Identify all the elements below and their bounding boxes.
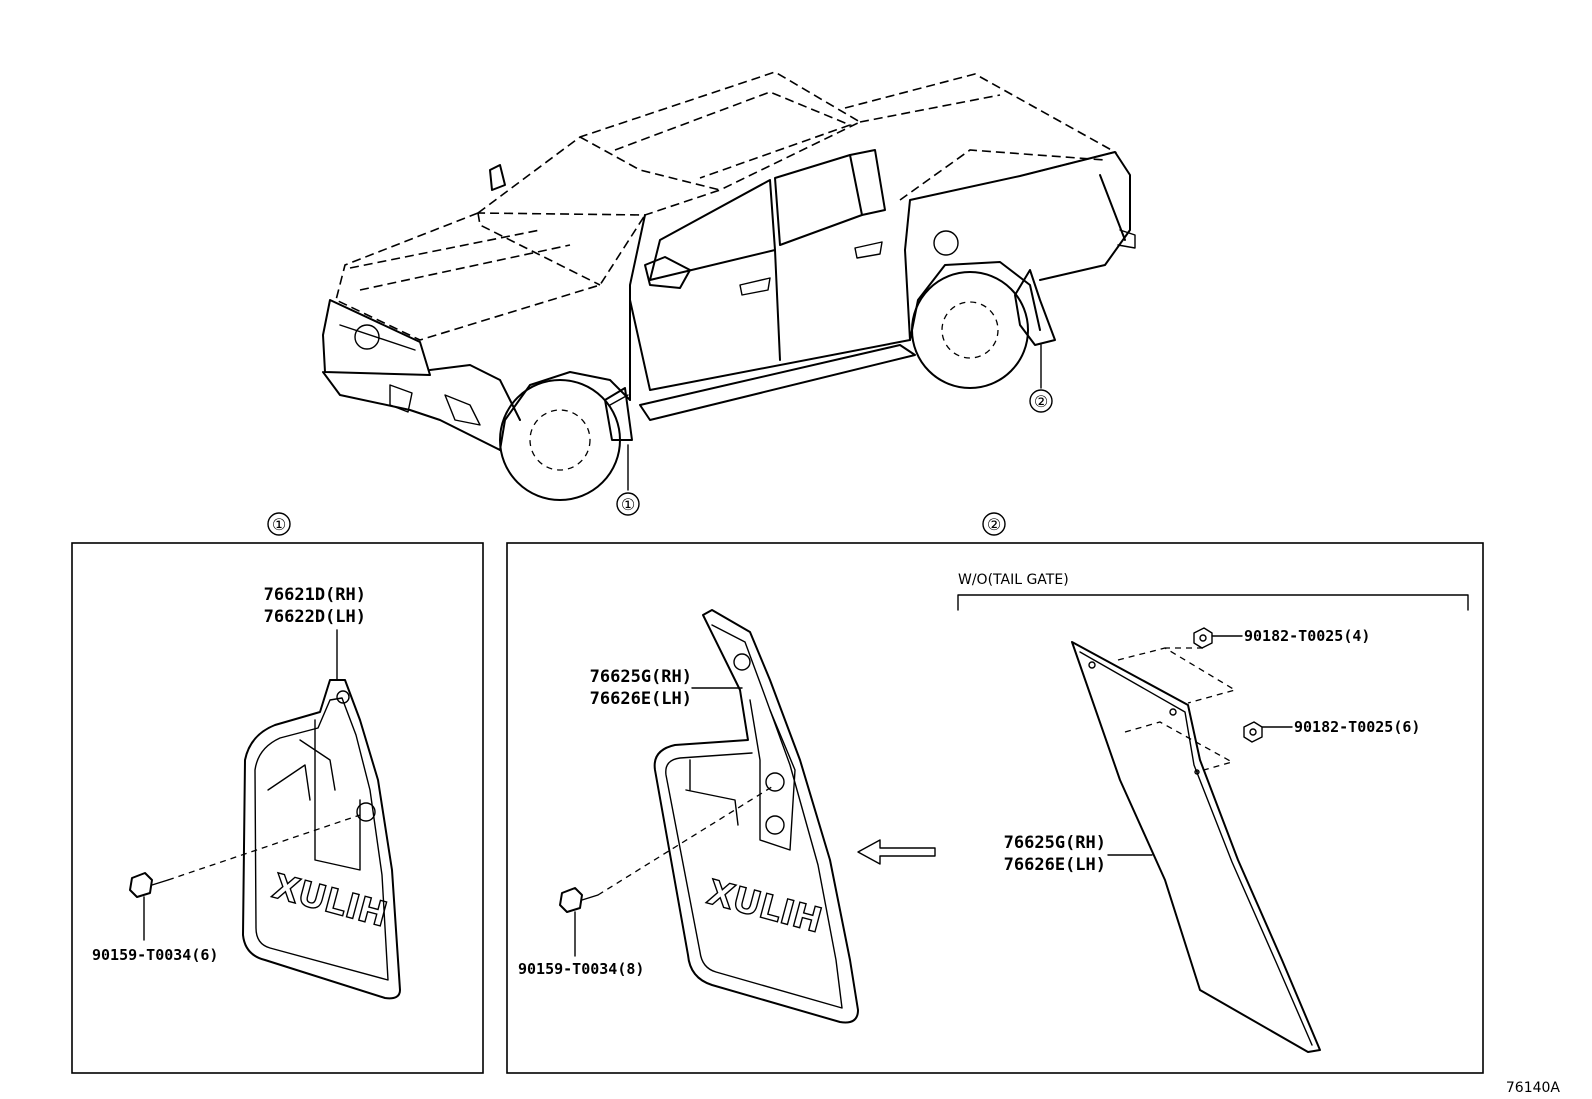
part-number-90159-8: 90159-T0034(8) — [518, 960, 644, 978]
part-number-76622d: 76622D(LH) — [264, 607, 366, 627]
part-number-90182-4: 90182-T0025(4) — [1244, 627, 1370, 645]
figure-code: 76140A — [1506, 1080, 1561, 1096]
rear-mudguard-part — [653, 609, 859, 1024]
screw-icon — [129, 872, 169, 898]
panel-2-title: ② — [987, 515, 1001, 534]
panel-2-frame — [506, 542, 1484, 1074]
part-number-76621d: 76621D(RH) — [264, 585, 366, 605]
part-number-76626e-right: 76626E(LH) — [1004, 855, 1106, 875]
part-number-90182-6: 90182-T0025(6) — [1294, 718, 1420, 736]
nut-icon — [1243, 721, 1263, 743]
callout-rear-label: ② — [1034, 392, 1048, 411]
part-number-76625g-left: 76625G(RH) — [590, 667, 692, 687]
part-number-90159-6: 90159-T0034(6) — [92, 946, 218, 964]
part-number-76626e-left: 76626E(LH) — [590, 689, 692, 709]
arrow-left-icon — [857, 839, 936, 865]
screw-icon — [559, 887, 599, 913]
svg-text:XULIH: XULIH — [268, 867, 391, 936]
panel-1-title: ① — [272, 515, 286, 534]
front-mudguard-part — [242, 679, 401, 1000]
callout-front-mudguard: ① — [616, 492, 640, 516]
panel-1-frame — [71, 542, 484, 1074]
callout-rear-mudguard: ② — [1029, 389, 1053, 413]
callout-front-label: ① — [621, 495, 635, 514]
panel-rear-mudguard: ② XULIH — [506, 512, 1484, 1074]
variant-label: W/O(TAIL GATE) — [958, 572, 1069, 588]
rear-flap-part — [1071, 641, 1321, 1053]
nut-icon — [1193, 627, 1213, 649]
part-number-76625g-right: 76625G(RH) — [1004, 833, 1106, 853]
pickup-truck-illustration — [322, 71, 1136, 501]
variant-bracket — [957, 594, 1469, 611]
svg-text:XULIH: XULIH — [703, 873, 826, 942]
